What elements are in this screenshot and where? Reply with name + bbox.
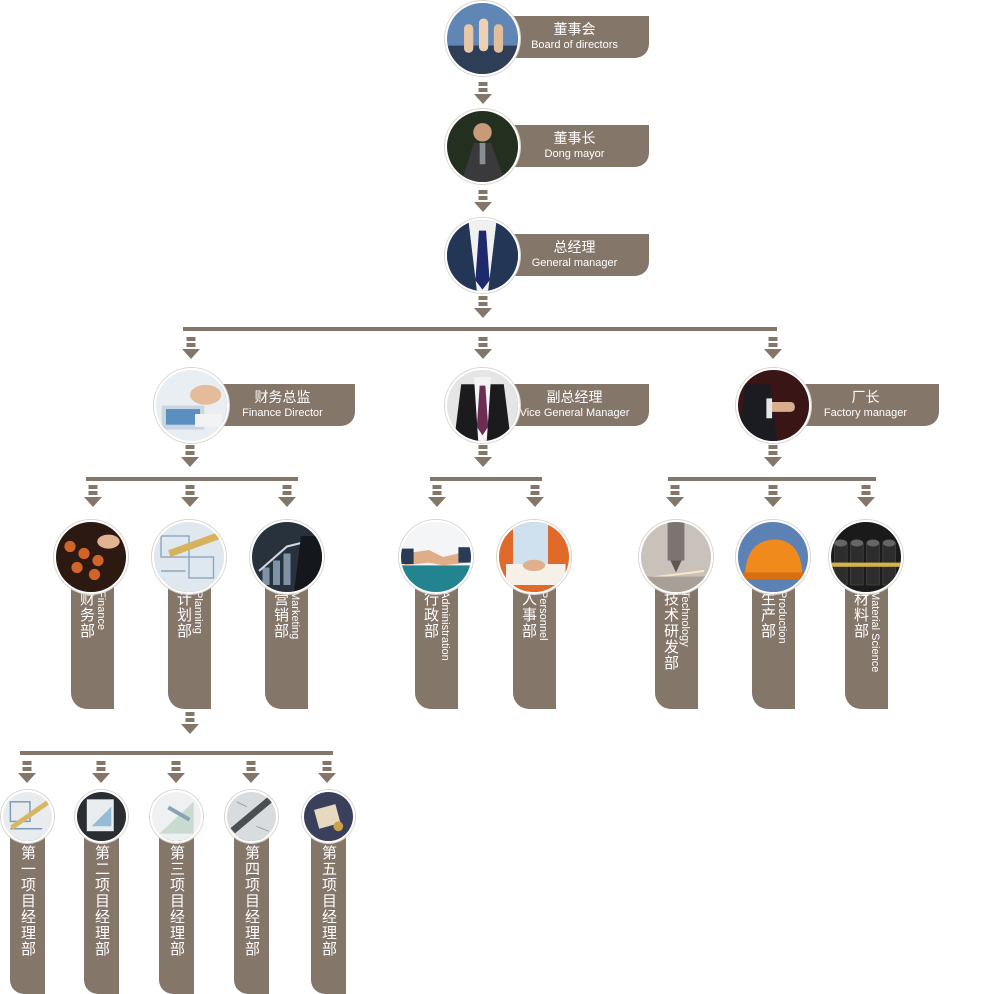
label-zh: 营销部	[272, 591, 289, 639]
handshake-offer-photo-icon	[736, 368, 811, 443]
label-project-department-1: 第一项目经理部	[10, 837, 45, 994]
label-zh: 董事会	[553, 21, 596, 37]
material-rolls-photo-icon	[829, 520, 903, 594]
label-zh: 财务总监	[254, 389, 311, 405]
label-en: Dong mayor	[544, 148, 605, 160]
label-board-of-directors: 董事会 Board of directors	[500, 16, 649, 58]
label-en: Planning	[192, 591, 204, 634]
label-dong-mayor: 董事长 Dong mayor	[500, 125, 649, 167]
desk-photo-icon	[302, 790, 355, 843]
label-project-department-5: 第五项目经理部	[311, 837, 346, 994]
machining-photo-icon	[639, 520, 713, 594]
label-project-department-3: 第三项目经理部	[159, 837, 194, 994]
suit-tie-photo-icon	[445, 218, 520, 293]
label-zh: 总经理	[553, 239, 596, 255]
label-en: Board of directors	[531, 39, 618, 51]
drawing-tools-photo-icon	[150, 790, 203, 843]
label-en: Technology	[679, 591, 691, 647]
label-en: Vice General Manager	[519, 407, 630, 419]
label-vice-general-manager: 副总经理 Vice General Manager	[500, 384, 649, 426]
plans-photo-icon	[1, 790, 54, 843]
label-en: Personnel	[537, 591, 549, 641]
chairman-photo-icon	[445, 109, 520, 184]
label-en: Material Science	[869, 591, 881, 673]
growth-chart-photo-icon	[250, 520, 324, 594]
label-finance-department: Finance 财务部	[71, 585, 114, 709]
label-zh: 人事部	[520, 591, 537, 639]
label-en: Finance Director	[242, 407, 323, 419]
label-project-department-4: 第四项目经理部	[234, 837, 269, 994]
label-en: Factory manager	[823, 407, 908, 419]
writing-photo-icon	[497, 520, 571, 594]
label-zh: 董事长	[553, 130, 596, 146]
label-finance-director: 财务总监 Finance Director	[210, 384, 355, 426]
label-en: Production	[776, 591, 788, 644]
suit-tie-photo-icon	[445, 368, 520, 443]
drafting-photo-icon	[75, 790, 128, 843]
label-zh: 第二项目经理部	[93, 845, 110, 957]
label-personnel-department: Personnel 人事部	[513, 585, 556, 709]
label-zh: 行政部	[422, 591, 439, 639]
abacus-photo-icon	[54, 520, 128, 594]
label-project-department-2: 第二项目经理部	[84, 837, 119, 994]
label-zh: 副总经理	[546, 389, 603, 405]
label-zh: 第五项目经理部	[320, 845, 337, 957]
label-general-manager: 总经理 General manager	[500, 234, 649, 276]
label-zh: 计划部	[175, 591, 192, 639]
label-marketing-department: Marketing 营销部	[265, 585, 308, 709]
thumbs-up-photo-icon	[445, 1, 520, 76]
label-material-department: Material Science 材料部	[845, 585, 888, 709]
blueprint-photo-icon	[152, 520, 226, 594]
label-zh: 财务部	[78, 591, 95, 639]
label-en: Marketing	[289, 591, 301, 640]
label-factory-manager: 厂长 Factory manager	[792, 384, 939, 426]
ruler-photo-icon	[225, 790, 278, 843]
label-technology-department: Technology 技术研发部	[655, 585, 698, 709]
label-production-department: Production 生产部	[752, 585, 795, 709]
label-zh: 第四项目经理部	[243, 845, 260, 957]
label-en: General manager	[531, 257, 618, 269]
label-en: Finance	[95, 591, 107, 631]
label-planning-department: Planning 计划部	[168, 585, 211, 709]
label-zh: 第三项目经理部	[168, 845, 185, 957]
label-zh: 生产部	[759, 591, 776, 639]
label-zh: 技术研发部	[662, 591, 679, 671]
label-administration-department: Administration 行政部	[415, 585, 458, 709]
handshake-photo-icon	[399, 520, 473, 594]
laptop-photo-icon	[154, 368, 229, 443]
label-zh: 材料部	[852, 591, 869, 639]
label-zh: 第一项目经理部	[19, 845, 36, 957]
label-en: Administration	[439, 591, 451, 661]
label-zh: 厂长	[851, 389, 880, 405]
hard-hat-photo-icon	[736, 520, 810, 594]
